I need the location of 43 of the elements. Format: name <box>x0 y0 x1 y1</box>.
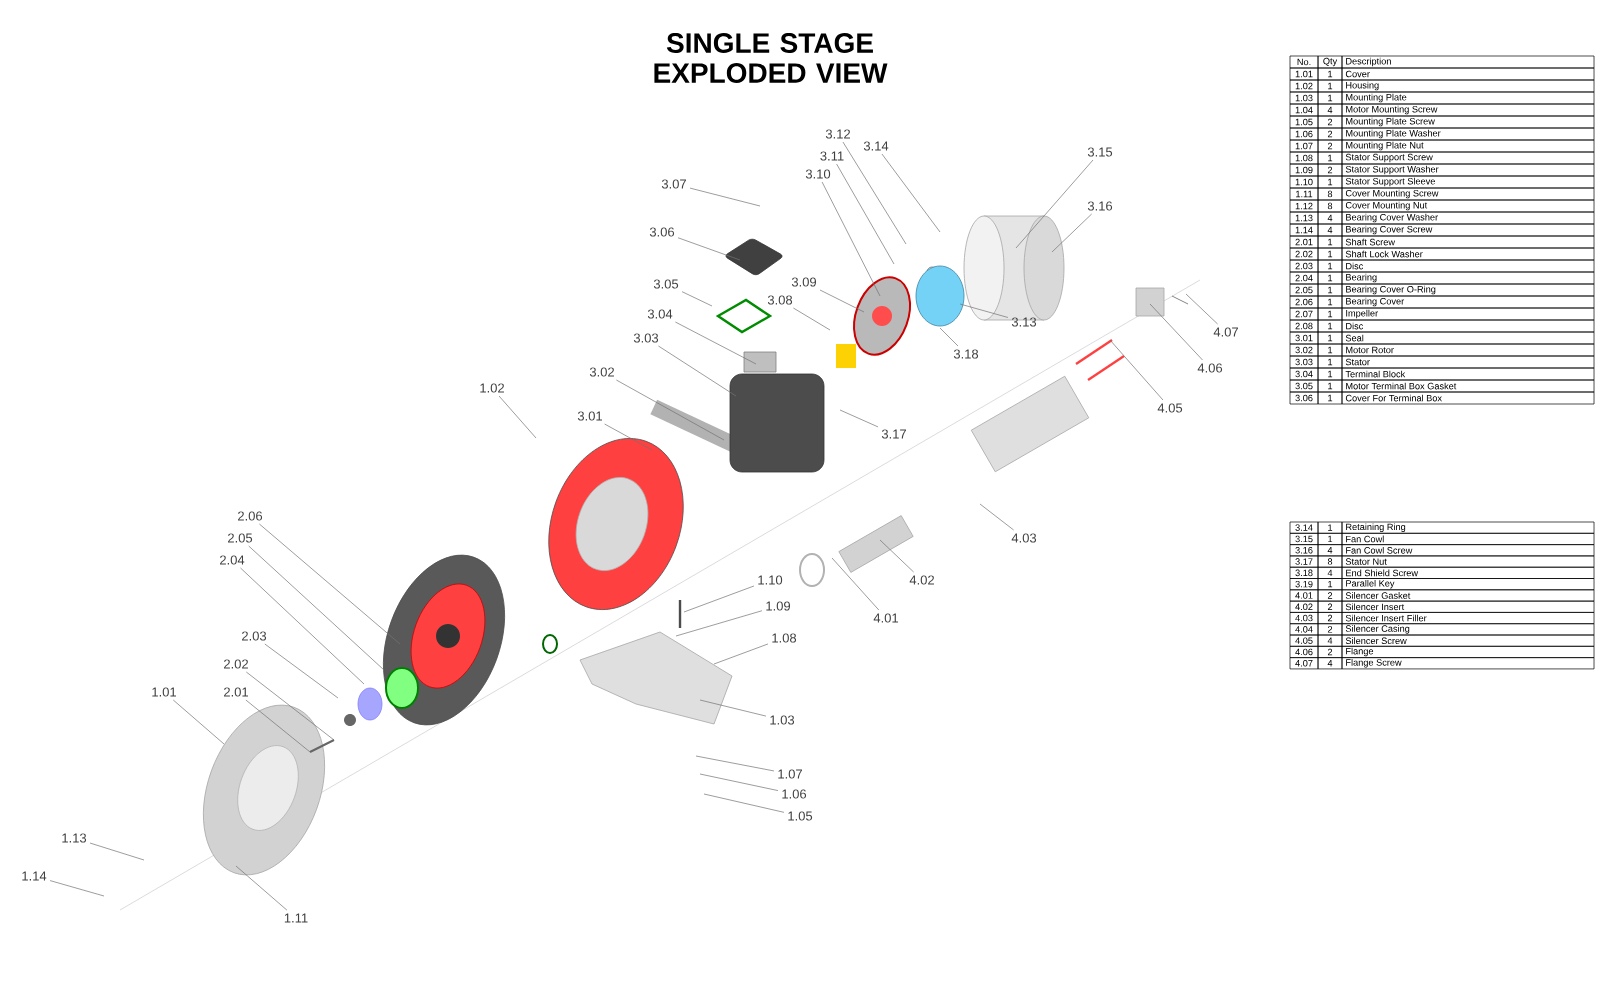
leader-line <box>821 181 881 297</box>
leader-line <box>675 321 757 365</box>
leader-line <box>959 303 1009 318</box>
leader-line <box>681 291 713 307</box>
leader-line <box>879 539 914 573</box>
leader-line <box>713 643 769 665</box>
leader-line <box>264 643 339 699</box>
leader-line <box>699 699 767 717</box>
leader-line <box>240 567 365 685</box>
leader-line <box>1185 293 1218 325</box>
leader-line <box>1109 339 1164 401</box>
leader-line <box>703 793 785 813</box>
leader-line <box>498 395 537 439</box>
leader-line <box>245 671 335 741</box>
leader-line <box>248 545 385 671</box>
leader-line <box>979 503 1014 531</box>
leader-line <box>89 842 145 861</box>
leader-line <box>677 237 741 261</box>
leader-line <box>1051 213 1092 253</box>
leader-line <box>793 307 831 331</box>
title: SINGLE STAGE EXPLODED VIEW <box>654 33 888 83</box>
leader-line <box>839 409 879 428</box>
leader-line <box>842 141 907 245</box>
leader-line <box>675 610 763 637</box>
leader-line <box>831 557 880 611</box>
leader-line <box>245 699 311 753</box>
leader-line <box>699 773 779 791</box>
leader-line <box>604 423 653 451</box>
leader-line <box>658 345 737 397</box>
leader-line <box>172 699 225 745</box>
leader-line <box>616 379 725 441</box>
leader-line <box>1149 303 1203 361</box>
leader-line <box>259 523 401 645</box>
leader-line <box>49 880 105 897</box>
leader-line <box>235 865 288 911</box>
leader-line <box>695 755 775 772</box>
leader-line <box>1015 159 1094 249</box>
leader-line <box>689 187 761 207</box>
leader-line <box>881 153 941 233</box>
leader-line <box>836 163 895 265</box>
leader-line <box>939 327 959 347</box>
leader-line <box>683 585 755 613</box>
leader-line <box>819 289 865 313</box>
